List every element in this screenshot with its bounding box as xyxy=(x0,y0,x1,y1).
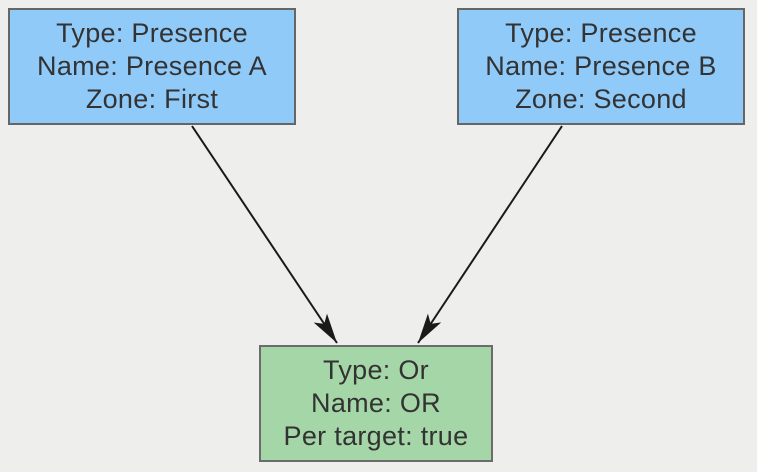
edge-presence-a-to-or xyxy=(191,125,338,344)
node-per-target-label: Per target: true xyxy=(283,421,469,451)
node-zone-label: Zone: First xyxy=(85,84,219,114)
node-presence-b: Type: Presence Name: Presence B Zone: Se… xyxy=(457,8,745,125)
node-name-label: Name: Presence B xyxy=(485,51,717,81)
node-name-label: Name: OR xyxy=(311,388,441,418)
edge-presence-b-to-or xyxy=(417,125,563,344)
node-presence-a: Type: Presence Name: Presence A Zone: Fi… xyxy=(8,8,296,125)
node-zone-label: Zone: Second xyxy=(515,84,687,114)
node-or: Type: Or Name: OR Per target: true xyxy=(259,345,493,462)
node-type-label: Type: Presence xyxy=(56,18,248,48)
node-type-label: Type: Or xyxy=(323,355,429,385)
node-type-label: Type: Presence xyxy=(505,18,697,48)
node-name-label: Name: Presence A xyxy=(37,51,267,81)
